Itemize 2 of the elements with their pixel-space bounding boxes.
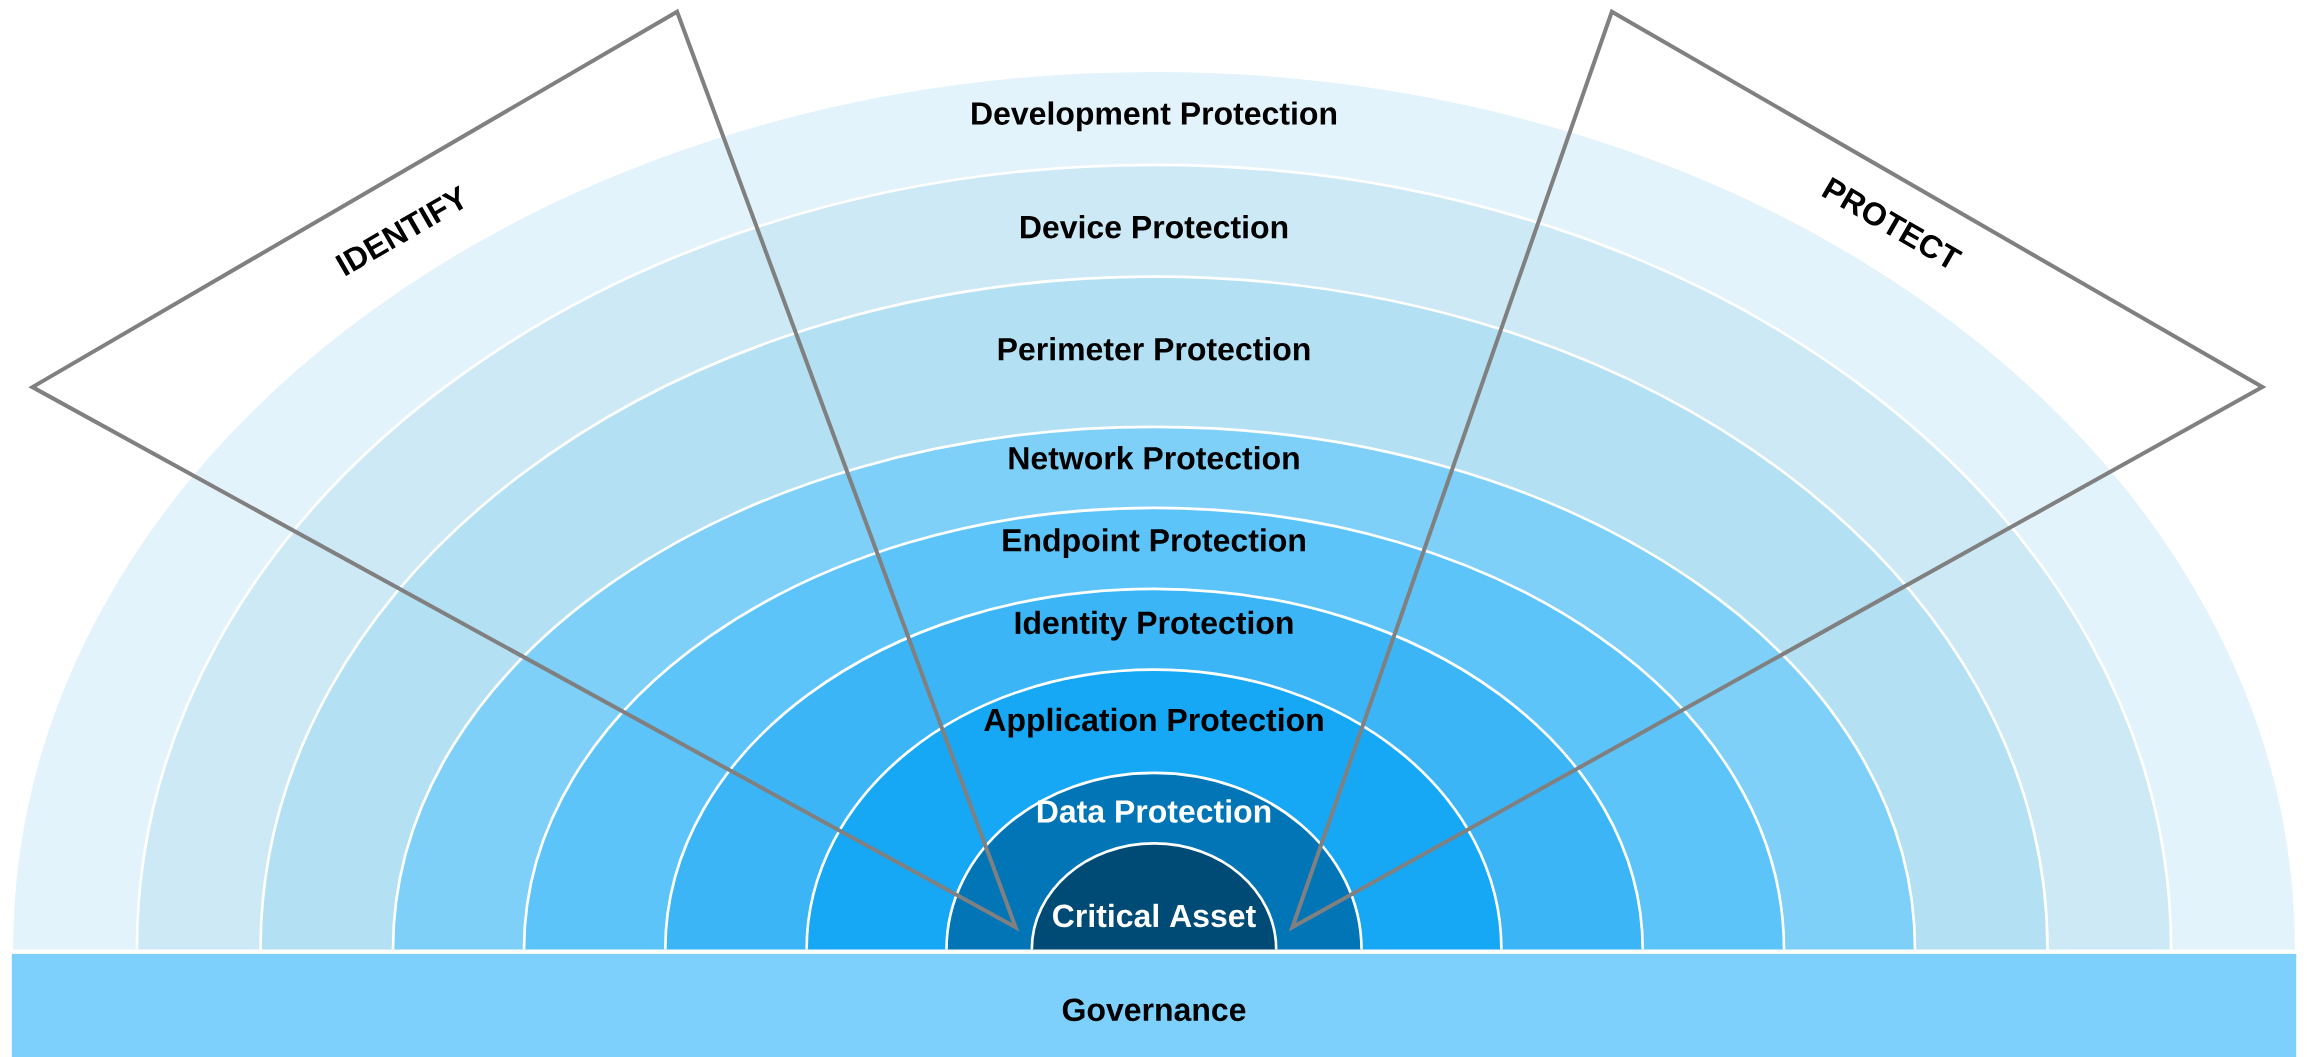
governance-band: Governance <box>11 953 2297 1057</box>
ring-band: Critical Asset <box>1030 842 1278 950</box>
